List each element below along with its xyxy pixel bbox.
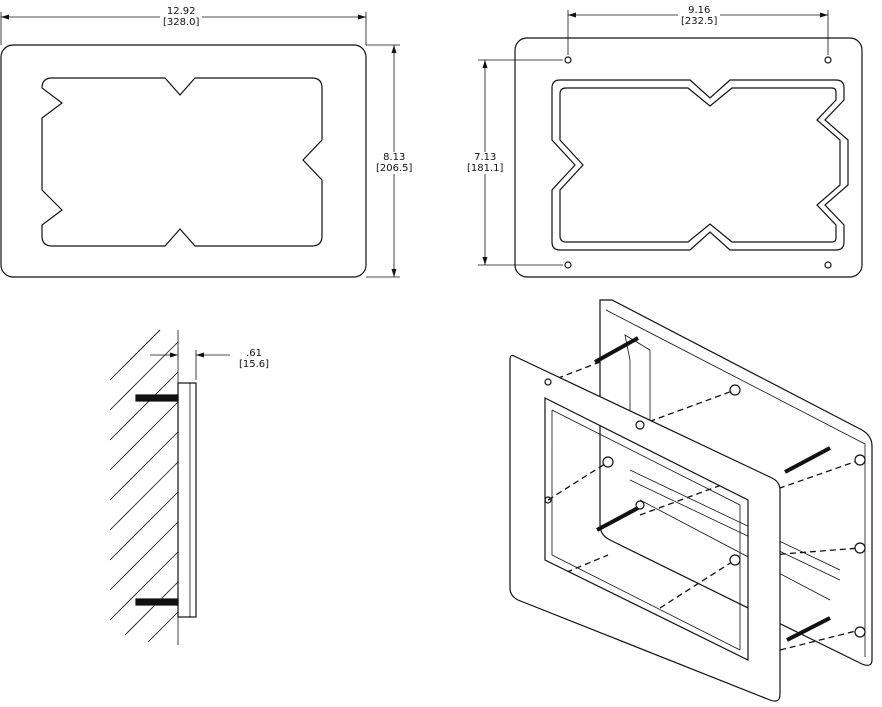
isometric-view [509,299,873,702]
back-plate-outline [514,37,863,278]
dimension-inches: 7.13 [474,152,497,163]
screw-top [135,394,179,402]
back-view [478,10,863,278]
depth-dimension: .61 [15.6] [236,348,273,370]
wall-hatching [109,329,179,645]
screws [594,336,831,642]
front-frame-outline [0,44,367,278]
dimension-mm: [232.5] [681,16,718,27]
nuts [602,384,866,638]
front-frame [509,354,781,702]
dimension-mm: [15.6] [239,359,270,370]
dimension-inches: 8.13 [383,152,406,163]
front-width-dimension: 12.92 [328.0] [160,6,203,28]
mounting-hole [824,56,832,64]
dimension-mm: [206.5] [376,163,413,174]
front-height-dimension: 8.13 [206.5] [373,152,416,174]
mounting-hole [564,261,572,269]
mounting-hole [824,261,832,269]
screw-bottom [135,598,179,606]
front-view [0,12,400,278]
side-plate [177,382,197,618]
front-frame-opening [41,77,323,247]
side-view [109,329,230,645]
dimension-inches: 12.92 [166,6,196,17]
hole-spacing-dimension: 9.16 [232.5] [678,5,721,27]
back-opening-inner [559,87,841,243]
dimension-inches: .61 [246,348,262,359]
dimension-inches: 9.16 [688,5,711,16]
back-opening-outer [551,79,849,251]
dimension-mm: [328.0] [163,17,200,28]
hole-vertical-dimension: 7.13 [181.1] [464,152,507,174]
dimension-mm: [181.1] [467,163,504,174]
mounting-hole [564,56,572,64]
